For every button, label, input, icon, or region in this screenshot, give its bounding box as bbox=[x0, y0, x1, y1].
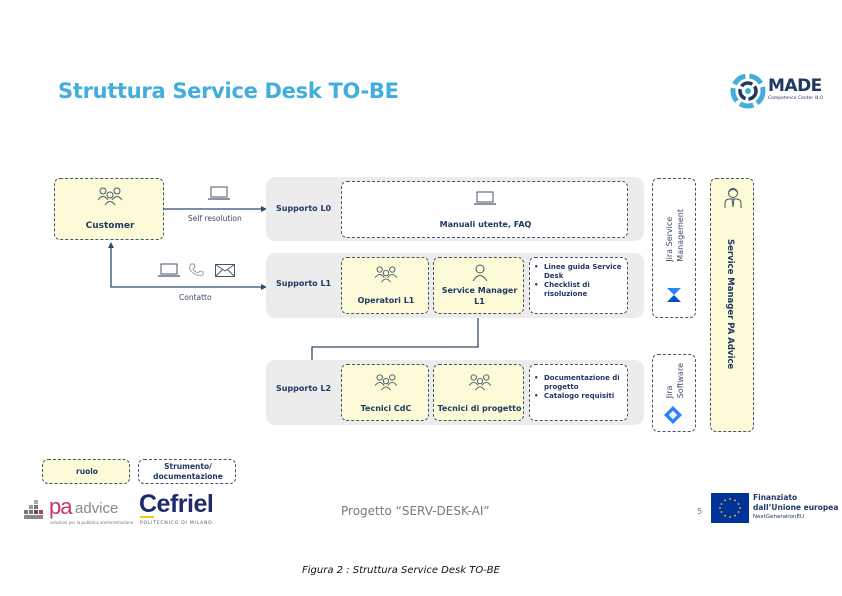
role-tecnici-di-progetto: Tecnici di progetto bbox=[433, 364, 524, 421]
legend-tool-label-1: Strumento/ bbox=[164, 462, 212, 471]
laptop-icon bbox=[158, 263, 180, 277]
service-manager-l1-label-2: L1 bbox=[474, 297, 485, 306]
contatto-label: Contatto bbox=[179, 293, 212, 302]
self-resolution-label: Self resolution bbox=[188, 214, 242, 223]
customer-label: Customer bbox=[85, 221, 135, 231]
level-l1-label: Supporto L1 bbox=[276, 279, 332, 288]
paadvice-logo-advice: advice bbox=[75, 500, 119, 517]
role-tecnici-cdc: Tecnici CdC bbox=[341, 364, 429, 421]
l0-tool-box: Manuali utente, FAQ bbox=[341, 181, 628, 238]
phone-icon bbox=[189, 263, 204, 276]
level-l2-label: Supporto L2 bbox=[276, 384, 332, 393]
jsm-label-line1: Jira Service bbox=[665, 216, 674, 262]
cefriel-logo-tagline: POLITECNICO DI MILANO bbox=[140, 521, 213, 526]
operatori-l1-label: Operatori L1 bbox=[357, 296, 415, 305]
l1-tool-item: Checklist di risoluzione bbox=[533, 281, 624, 299]
laptop-icon bbox=[208, 186, 230, 200]
eu-text-line3: NextGenerationEU bbox=[753, 514, 804, 520]
legend-role-label: ruolo bbox=[76, 467, 98, 476]
l2-tool-box: Documentazione di progetto Catalogo requ… bbox=[529, 364, 628, 421]
legend-tool-label-2: documentazione bbox=[153, 472, 223, 481]
figure-caption: Figura 2 : Struttura Service Desk TO-BE bbox=[302, 565, 500, 576]
tecnici-cdc-label: Tecnici CdC bbox=[360, 404, 412, 413]
pa-manager-label: Service Manager PA Advice bbox=[725, 239, 735, 370]
eu-text-line1: Finanziato bbox=[753, 493, 798, 502]
made-logo-icon bbox=[730, 73, 766, 109]
service-manager-pa-advice-box: Service Manager PA Advice bbox=[710, 178, 754, 432]
eu-flag-icon bbox=[711, 493, 749, 523]
people-group-icon bbox=[374, 374, 398, 391]
l2-tool-item: Documentazione di progetto bbox=[533, 374, 624, 392]
slide-title: Struttura Service Desk TO-BE bbox=[58, 79, 399, 103]
service-manager-l1-label-1: Service Manager bbox=[441, 286, 518, 295]
jsm-label-line2: Management bbox=[676, 209, 685, 262]
paadvice-logo-pa: pa bbox=[49, 494, 73, 519]
role-operatori-l1: Operatori L1 bbox=[341, 257, 429, 314]
mail-icon bbox=[215, 264, 235, 277]
people-group-icon bbox=[468, 374, 492, 391]
l2-tool-item: Catalogo requisiti bbox=[533, 392, 624, 401]
jsw-label-line2: Software bbox=[676, 363, 685, 399]
cefriel-logo-bar bbox=[140, 516, 154, 518]
page-number: 5 bbox=[697, 507, 703, 516]
level-l0-label: Supporto L0 bbox=[276, 204, 332, 213]
customer-box: Customer bbox=[54, 178, 164, 240]
laptop-icon bbox=[474, 191, 496, 205]
l1-tool-list: Linee guida Service Desk Checklist di ri… bbox=[533, 263, 624, 299]
person-icon bbox=[472, 264, 488, 282]
l1-tool-item: Linee guida Service Desk bbox=[533, 263, 624, 281]
jira-software-box: Jira Software bbox=[652, 354, 696, 432]
jsw-label-line1: Jira bbox=[665, 385, 674, 399]
people-group-icon bbox=[97, 187, 123, 206]
legend-tool: Strumento/ documentazione bbox=[138, 459, 236, 484]
business-person-icon bbox=[724, 188, 742, 208]
cefriel-logo-text: Cefriel bbox=[139, 490, 214, 518]
contatto-arrow bbox=[110, 246, 263, 288]
made-logo-text: MADE bbox=[768, 76, 822, 96]
paadvice-logo-icon bbox=[24, 500, 43, 519]
jira-service-management-icon bbox=[667, 288, 681, 302]
role-service-manager-l1: Service Manager L1 bbox=[433, 257, 524, 314]
jira-service-management-box: Jira Service Management bbox=[652, 178, 696, 318]
made-logo-subtitle: Competence Center I4.0 bbox=[768, 96, 824, 101]
l1-tool-box: Linee guida Service Desk Checklist di ri… bbox=[529, 257, 628, 314]
footer-project: Progetto “SERV-DESK-AI” bbox=[341, 504, 490, 518]
paadvice-logo-tagline: soluzioni per la pubblica amministrazion… bbox=[50, 520, 134, 525]
jira-software-icon bbox=[664, 406, 682, 424]
eu-text-line2: dall’Unione europea bbox=[753, 503, 839, 512]
l2-tool-list: Documentazione di progetto Catalogo requ… bbox=[533, 374, 624, 401]
jsw-label: Jira Software bbox=[664, 363, 686, 398]
l0-tool-label: Manuali utente, FAQ bbox=[439, 220, 532, 229]
tecnici-di-progetto-label: Tecnici di progetto bbox=[437, 404, 522, 413]
legend-role: ruolo bbox=[42, 459, 130, 484]
jsm-label: Jira Service Management bbox=[664, 209, 686, 262]
people-group-icon bbox=[374, 266, 398, 283]
